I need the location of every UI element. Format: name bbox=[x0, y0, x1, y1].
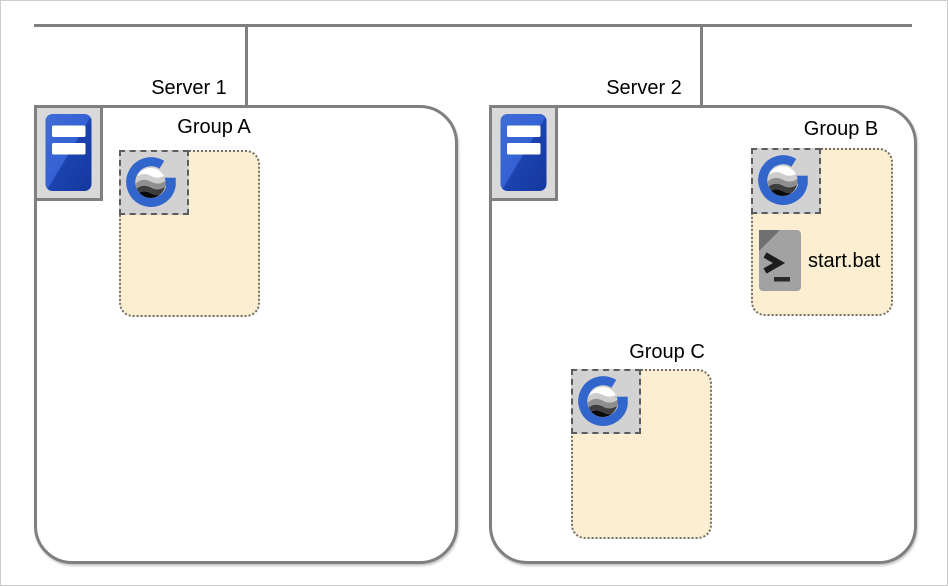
globe-g-icon bbox=[756, 152, 816, 210]
batch-file-label: start.bat bbox=[808, 250, 881, 272]
batch-file-icon bbox=[758, 229, 802, 297]
network-bus-line bbox=[34, 24, 912, 27]
globe-g-icon bbox=[576, 373, 636, 431]
server1-icon-tile bbox=[34, 105, 103, 201]
server1-label: Server 1 bbox=[151, 77, 227, 99]
server2-connector-line bbox=[700, 24, 703, 105]
server2-label: Server 2 bbox=[606, 77, 682, 99]
group-a-label: Group A bbox=[177, 116, 251, 138]
server2-icon-tile bbox=[489, 105, 558, 201]
server-tower-icon bbox=[37, 108, 100, 198]
group-b-label: Group B bbox=[803, 118, 879, 140]
server-tower-icon bbox=[492, 108, 555, 198]
group-c-label: Group C bbox=[629, 341, 705, 363]
server1-connector-line bbox=[245, 24, 248, 105]
group-c-anchor-tile bbox=[571, 369, 641, 434]
group-a-anchor-tile bbox=[119, 150, 189, 215]
group-b-anchor-tile bbox=[751, 148, 821, 214]
globe-g-icon bbox=[124, 154, 184, 212]
